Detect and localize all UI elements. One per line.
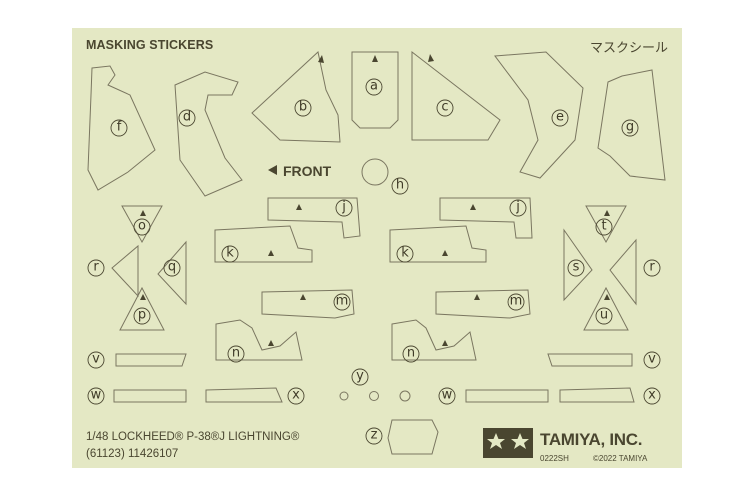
product-name: 1/48 LOCKHEED® P-38®J LIGHTNING® (86, 431, 300, 443)
marker-triangle (428, 54, 434, 62)
label-k-right: k (401, 246, 409, 261)
print-code: 0222SH (540, 454, 569, 463)
sticker-x-left (205, 387, 283, 403)
sticker-d (174, 71, 243, 197)
brand-name: TAMIYA, INC. (540, 430, 643, 449)
front-label: FRONT (283, 163, 332, 179)
label-p: p (138, 308, 146, 323)
label-u: u (600, 308, 608, 323)
label-e: e (556, 110, 564, 125)
marker-triangle (318, 55, 324, 63)
label-m-right: m (510, 294, 523, 309)
marker-triangle (268, 340, 274, 346)
marker-triangle (442, 340, 448, 346)
marker-triangle (296, 204, 302, 210)
sticker-y-3 (399, 390, 411, 402)
sticker-y-2 (369, 391, 379, 401)
sticker-w-right (465, 389, 549, 403)
sticker-a (351, 51, 399, 129)
label-g: g (626, 120, 634, 135)
sticker-e (494, 51, 584, 179)
label-f: f (117, 120, 122, 135)
label-s: s (573, 260, 580, 275)
sticker-n-left (215, 319, 303, 361)
marker-triangle (300, 294, 306, 300)
front-arrow-icon (268, 165, 277, 175)
marker-triangle (140, 210, 146, 216)
label-a: a (370, 79, 378, 94)
sticker-g (597, 69, 666, 181)
sheet-title: MASKING STICKERS (86, 38, 214, 52)
label-r-left: r (93, 260, 99, 275)
label-t: t (601, 219, 606, 234)
marker-triangle (474, 294, 480, 300)
label-x-left: x (292, 388, 300, 403)
label-q: q (168, 260, 176, 275)
sticker-q (157, 240, 187, 306)
marker-triangle (470, 204, 476, 210)
label-h: h (396, 178, 404, 193)
sticker-m-right (435, 289, 531, 319)
label-v-left: v (92, 352, 100, 367)
sticker-s (563, 228, 593, 302)
sticker-u (583, 286, 629, 331)
label-y: y (356, 369, 364, 384)
label-k-left: k (226, 246, 234, 261)
sticker-h (361, 158, 389, 186)
sticker-k-right (389, 225, 487, 263)
sticker-t (585, 205, 627, 244)
label-j-right: j (515, 200, 520, 215)
sticker-z (387, 419, 439, 455)
sticker-m-left (261, 289, 355, 319)
sticker-r-left (111, 244, 139, 298)
sticker-x-right (559, 387, 635, 403)
marker-triangle (604, 294, 610, 300)
sticker-j-right (439, 197, 533, 239)
label-n-right: n (407, 346, 415, 361)
label-n-left: n (232, 346, 240, 361)
label-m-left: m (336, 294, 349, 309)
label-x-right: x (648, 388, 656, 403)
sticker-k-left (214, 225, 313, 263)
marker-triangle (372, 55, 378, 62)
label-z: z (371, 428, 378, 443)
sticker-p (119, 286, 165, 331)
sticker-c (411, 50, 501, 141)
label-b: b (299, 100, 307, 115)
marker-triangle (268, 250, 274, 256)
sticker-r-right (609, 238, 637, 306)
masking-sticker-sheet (72, 28, 682, 468)
label-w-left: w (91, 388, 102, 403)
sticker-f (87, 65, 156, 191)
tamiya-logo-icon (483, 428, 533, 458)
sticker-j-left (267, 197, 361, 239)
marker-triangle (140, 294, 146, 300)
product-code: (61123) 11426107 (86, 448, 179, 460)
marker-triangle (604, 210, 610, 216)
sticker-v-right (547, 353, 633, 367)
label-r-right: r (649, 260, 655, 275)
label-j-left: j (341, 200, 346, 215)
sticker-v-left (115, 353, 187, 367)
sticker-w-left (113, 389, 187, 403)
label-v-right: v (648, 352, 656, 367)
label-d: d (183, 110, 191, 125)
sheet-title-japanese: マスクシール (590, 40, 669, 55)
copyright: ©2022 TAMIYA (593, 454, 648, 463)
label-o: o (138, 219, 146, 234)
marker-triangle (442, 250, 448, 256)
sticker-y-1 (339, 391, 349, 401)
sticker-n-right (391, 319, 477, 361)
label-c: c (441, 100, 448, 115)
label-w-right: w (442, 388, 453, 403)
sticker-o (121, 205, 163, 244)
sticker-b (251, 51, 341, 143)
